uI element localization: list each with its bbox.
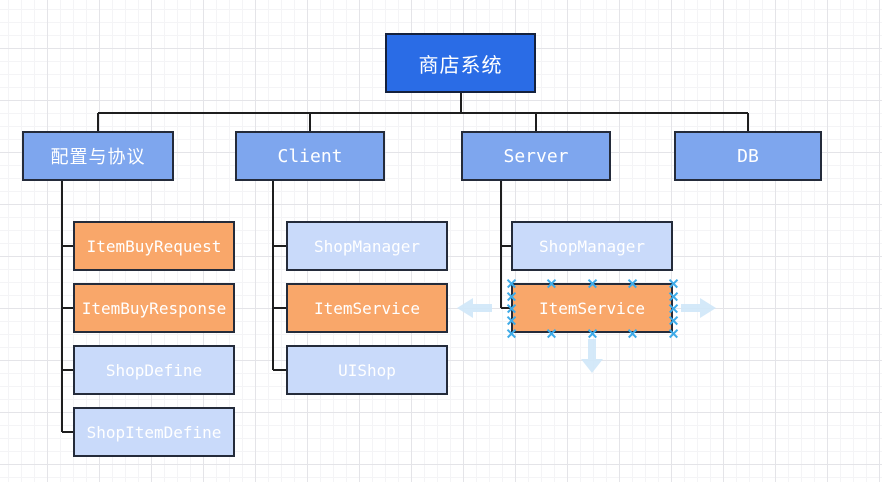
selection-handle[interactable] (628, 329, 637, 338)
node-shopitemdefine[interactable]: ShopItemDefine (73, 407, 235, 457)
node-client-shopmanager[interactable]: ShopManager (286, 221, 448, 271)
selection-handle[interactable] (507, 279, 516, 288)
node-server-shopmanager[interactable]: ShopManager (511, 221, 673, 271)
selection-handle[interactable] (669, 316, 678, 325)
node-server[interactable]: Server (461, 131, 611, 181)
node-itembuyrequest[interactable]: ItemBuyRequest (73, 221, 235, 271)
node-client[interactable]: Client (235, 131, 385, 181)
node-db[interactable]: DB (674, 131, 822, 181)
selection-handle[interactable] (588, 279, 597, 288)
node-server-itemservice-selected[interactable]: ItemService (511, 283, 673, 333)
node-itembuyresponse[interactable]: ItemBuyResponse (73, 283, 235, 333)
selection-handle[interactable] (507, 304, 516, 313)
direction-arrow-left (457, 298, 492, 318)
direction-arrow-down (581, 339, 603, 373)
selection-handle[interactable] (669, 304, 678, 313)
selection-handle[interactable] (507, 316, 516, 325)
node-shopdefine[interactable]: ShopDefine (73, 345, 235, 395)
selection-handle[interactable] (547, 329, 556, 338)
selection-handle[interactable] (669, 329, 678, 338)
node-shop-system[interactable]: 商店系统 (385, 33, 536, 93)
selection-handle[interactable] (628, 279, 637, 288)
selection-handle[interactable] (669, 279, 678, 288)
selection-handle[interactable] (507, 329, 516, 338)
node-client-itemservice[interactable]: ItemService (286, 283, 448, 333)
selection-handle[interactable] (547, 279, 556, 288)
node-uishop[interactable]: UIShop (286, 345, 448, 395)
direction-arrow-right (681, 298, 716, 318)
node-config-protocol[interactable]: 配置与协议 (22, 131, 174, 181)
selection-handle[interactable] (588, 329, 597, 338)
selection-handle[interactable] (669, 292, 678, 301)
selection-handle[interactable] (507, 292, 516, 301)
